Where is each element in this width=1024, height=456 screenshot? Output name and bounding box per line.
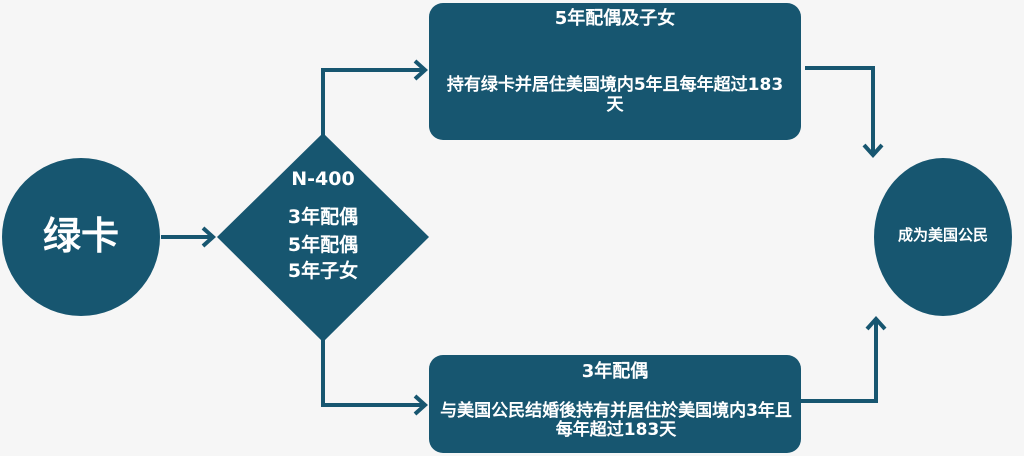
start-node-label: 绿卡 <box>42 214 119 258</box>
decision-option: 3年配偶 <box>287 206 359 228</box>
five-year-description: 持有绿卡并居住美国境内5年且每年超过183天 <box>446 75 784 115</box>
decision-option: 5年配偶 <box>287 234 359 256</box>
five-year-title: 5年配偶及子女 <box>554 8 676 29</box>
arrow-decision-to-five-year <box>321 59 428 135</box>
end-node-shape <box>874 158 1012 316</box>
decision-option: 5年子女 <box>287 260 359 282</box>
start-node-shape <box>2 158 160 316</box>
arrow-five-year-to-end <box>805 66 884 158</box>
three-year-box <box>429 355 801 453</box>
arrow-three-year-to-end <box>801 316 887 403</box>
decision-diamond <box>217 133 429 342</box>
three-year-description: 与美国公民结婚後持有并居住於美国境内3年且每年超过183天 <box>440 401 792 440</box>
end-node-label: 成为美国公民 <box>897 226 988 244</box>
decision-title: N-400 <box>291 168 355 190</box>
arrow-start-to-decision <box>161 226 216 248</box>
arrow-decision-to-three-year <box>321 340 428 416</box>
three-year-title: 3年配偶 <box>581 361 649 382</box>
five-year-box <box>429 3 801 140</box>
